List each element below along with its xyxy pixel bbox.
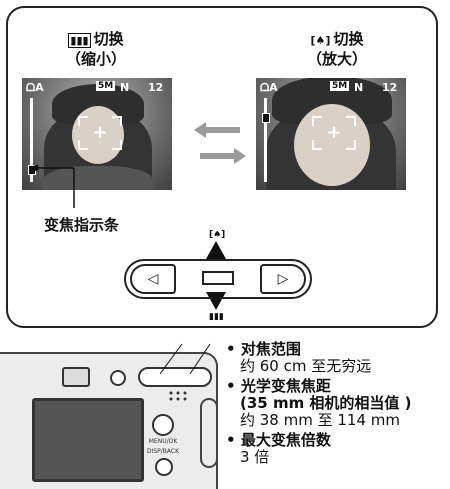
- spec-line: (35 mm 相机的相当值 ): [240, 394, 412, 412]
- spec-title: • 最大变焦倍数: [226, 431, 331, 449]
- wide-heading-line1: 切换: [93, 30, 124, 48]
- focus-frame: +: [78, 116, 122, 150]
- menu-button: [152, 414, 174, 436]
- callout-line: [33, 165, 75, 208]
- right-button[interactable]: ▷: [260, 264, 306, 294]
- zoom-indicator-bar: [30, 98, 33, 182]
- speaker-dots: [169, 391, 187, 401]
- shot-count: 12: [148, 81, 164, 94]
- tele-zoom-icon: [♠]: [209, 230, 226, 240]
- shot-count: 12: [382, 81, 398, 94]
- center-button[interactable]: [202, 271, 234, 285]
- lcd-screen: [32, 398, 144, 482]
- focus-frame: +: [312, 116, 356, 150]
- spec-line: 3 倍: [240, 448, 270, 466]
- zoom-in-arrow-icon[interactable]: [206, 241, 226, 259]
- auto-mode-icon: ᗝA: [260, 81, 278, 94]
- size-letter: N: [120, 81, 130, 94]
- playback-button: [110, 370, 126, 386]
- spec-max-zoom: • 最大变焦倍数 3 倍: [226, 432, 331, 466]
- camera-rocker: [138, 367, 212, 387]
- switch-arrows: [194, 122, 246, 164]
- wide-zoom-icon: ▮▮▮: [68, 33, 91, 48]
- size-letter: N: [354, 81, 364, 94]
- right-button-symbol: ▷: [277, 271, 289, 287]
- wide-heading: ▮▮▮切换 （缩小）: [56, 30, 136, 68]
- left-button[interactable]: ◁: [130, 264, 176, 294]
- zoom-out-arrow-icon[interactable]: [206, 292, 226, 310]
- right-arrow-icon: [200, 148, 246, 164]
- zoom-position-marker: [262, 112, 270, 123]
- tele-heading-line2: （放大）: [306, 50, 367, 68]
- spec-focus-range: • 对焦范围 约 60 cm 至无穷远: [226, 341, 371, 375]
- disp-label: DISP/BACK: [146, 448, 180, 455]
- wide-preview-photo: ᗝA 5M N 12 +: [22, 78, 172, 190]
- disp-button: [155, 458, 173, 476]
- spec-line: 约 38 mm 至 114 mm: [240, 411, 401, 429]
- quality-badge: 5M: [330, 81, 350, 91]
- auto-mode-icon: ᗝA: [26, 81, 44, 94]
- wide-heading-line2: （缩小）: [65, 50, 126, 68]
- zoom-indicator-label: 变焦指示条: [44, 216, 120, 234]
- spec-title: • 对焦范围: [226, 340, 301, 358]
- tele-preview-photo: ᗝA 5M N 12 +: [256, 78, 406, 190]
- spec-title: • 光学变焦焦距: [226, 377, 331, 395]
- camera-grip: [200, 398, 218, 468]
- spec-line: 约 60 cm 至无穷远: [240, 357, 372, 375]
- menu-label: MENU/OK: [148, 438, 178, 445]
- tele-zoom-icon: [♠]: [310, 34, 331, 47]
- zoom-indicator-bar: [264, 98, 267, 182]
- camera-callout-lines: [160, 343, 211, 375]
- quality-badge: 5M: [96, 81, 116, 91]
- spec-optical-zoom: • 光学变焦焦距 (35 mm 相机的相当值 ) 约 38 mm 至 114 m…: [226, 378, 412, 429]
- viewfinder: [62, 367, 90, 387]
- left-arrow-icon: [194, 122, 240, 138]
- wide-zoom-icon: ▮▮▮: [209, 312, 224, 322]
- tele-heading: [♠]切换 （放大）: [292, 30, 382, 68]
- left-button-symbol: ◁: [147, 271, 159, 287]
- tele-heading-line1: 切换: [333, 30, 364, 48]
